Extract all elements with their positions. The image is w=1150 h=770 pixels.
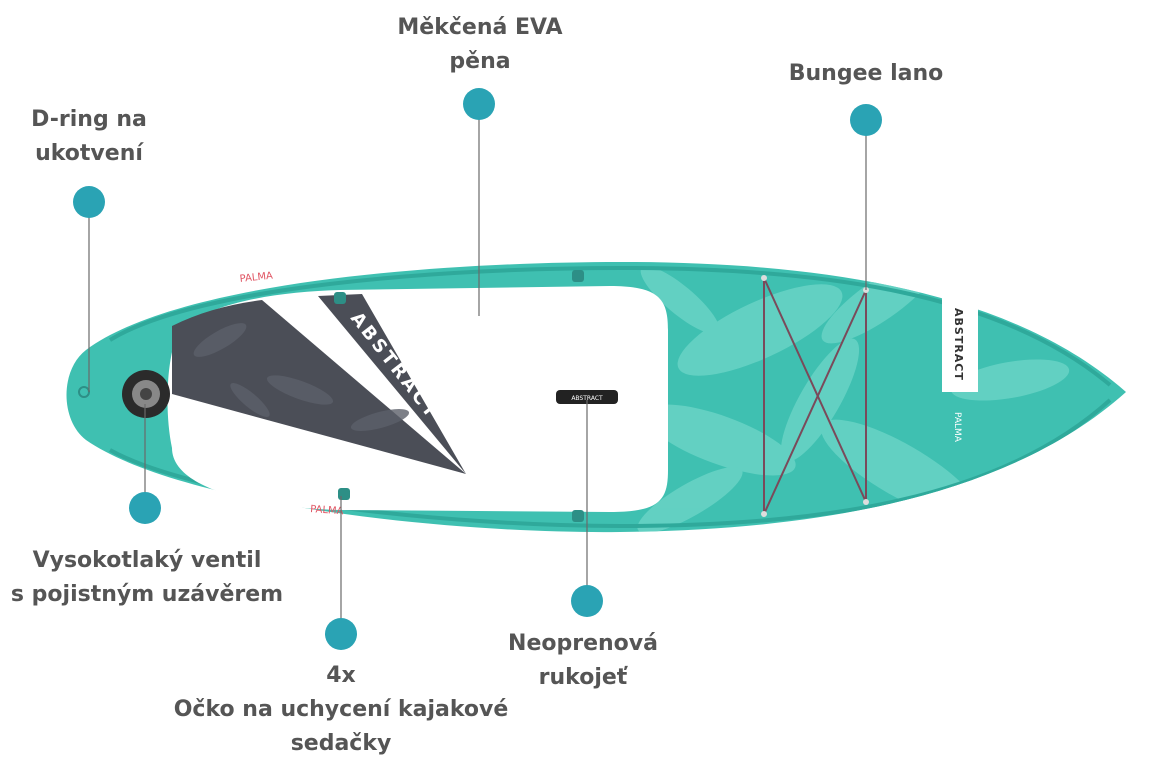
callout-label-dring: D-ring na ukotvení [31, 107, 147, 166]
v-stripe-left [172, 300, 466, 474]
nose-brand-tag: ABSTRACT [942, 294, 978, 392]
valve-icon [122, 370, 170, 418]
callout-dot-bungee [850, 104, 882, 136]
rail-model-text-top: PALMA [239, 271, 273, 285]
callout-dot-valve [129, 492, 161, 524]
callout-label-loops: 4x Očko na uchycení kajakové sedačky [173, 663, 509, 756]
callout-label-valve: Vysokotlaký ventil s pojistným uzávěrem [10, 548, 284, 607]
rail-model-text-bottom: PALMA [310, 504, 344, 517]
callout-label-handle: Neoprenová rukojeť [508, 631, 658, 690]
callout-label-foam: Měkčená EVA pěna [397, 15, 563, 74]
callout-dot-handle [571, 585, 603, 617]
callout-dot-foam [463, 88, 495, 120]
nose-model-text: PALMA [952, 412, 962, 443]
callout-label-bungee: Bungee lano [788, 61, 944, 86]
callout-dot-loops [325, 618, 357, 650]
v-stripe-right [318, 294, 466, 474]
svg-text:ABSTRACT: ABSTRACT [571, 395, 603, 402]
bungee-cord [763, 277, 867, 515]
handle-icon: ABSTRACT [556, 390, 618, 404]
callout-dot-dring [73, 186, 105, 218]
svg-text:ABSTRACT: ABSTRACT [952, 308, 965, 381]
